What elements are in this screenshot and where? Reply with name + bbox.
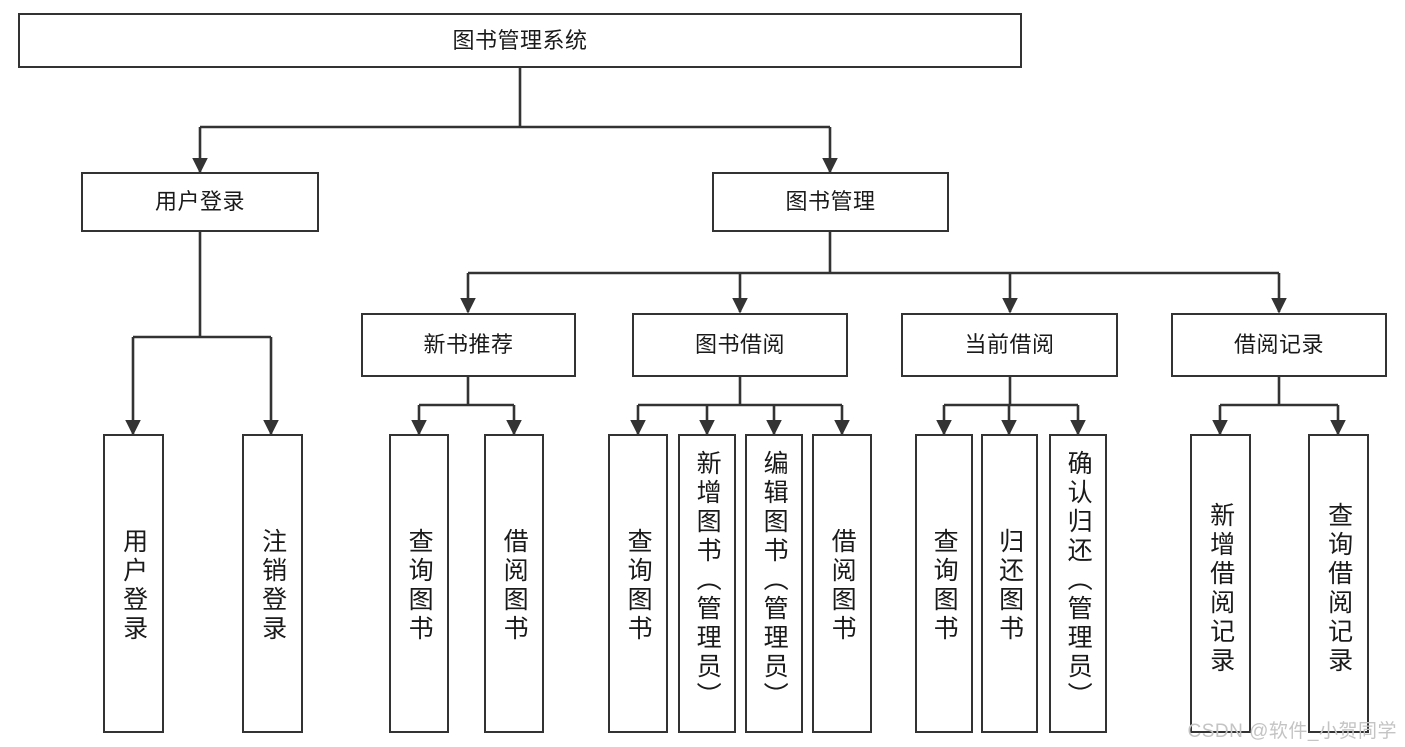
node-book-management[interactable]: 图书管理 (712, 172, 949, 232)
leaf-add-borrow-record[interactable]: 新增借阅记录 (1190, 434, 1251, 733)
leaf-query-book-new[interactable]: 查询图书 (389, 434, 449, 733)
node-new-book-recommend[interactable]: 新书推荐 (361, 313, 576, 377)
node-label: 借阅图书 (500, 528, 529, 644)
node-label: 注销登录 (258, 528, 287, 644)
node-current-borrow[interactable]: 当前借阅 (901, 313, 1118, 377)
node-label: 新书推荐 (423, 332, 514, 358)
node-user-login[interactable]: 用户登录 (81, 172, 319, 232)
leaf-add-book-admin[interactable]: 新增图书（管理员） (678, 434, 736, 733)
leaf-user-logout[interactable]: 注销登录 (242, 434, 303, 733)
node-label: 归还图书 (995, 528, 1024, 644)
node-label: 查询图书 (930, 528, 959, 644)
node-label: 借阅记录 (1233, 332, 1324, 358)
leaf-user-login[interactable]: 用户登录 (103, 434, 164, 733)
node-label: 查询图书 (624, 528, 653, 644)
node-label: 确认归还（管理员） (1064, 450, 1093, 711)
node-root-system[interactable]: 图书管理系统 (18, 13, 1022, 68)
node-label: 编辑图书（管理员） (760, 450, 789, 711)
node-label: 用户登录 (154, 189, 245, 215)
node-label: 图书管理系统 (452, 27, 588, 53)
node-label: 用户登录 (119, 528, 148, 644)
node-label: 查询借阅记录 (1324, 502, 1353, 676)
leaf-confirm-return-admin[interactable]: 确认归还（管理员） (1049, 434, 1107, 733)
leaf-borrow-book-new[interactable]: 借阅图书 (484, 434, 544, 733)
node-label: 借阅图书 (828, 528, 857, 644)
node-label: 查询图书 (405, 528, 434, 644)
leaf-query-borrow-record[interactable]: 查询借阅记录 (1308, 434, 1369, 733)
node-label: 新增借阅记录 (1206, 502, 1235, 676)
leaf-return-book[interactable]: 归还图书 (981, 434, 1038, 733)
leaf-query-book-current[interactable]: 查询图书 (915, 434, 973, 733)
leaf-borrow-book[interactable]: 借阅图书 (812, 434, 872, 733)
node-book-borrow[interactable]: 图书借阅 (632, 313, 848, 377)
node-label: 图书管理 (785, 189, 876, 215)
node-label: 新增图书（管理员） (693, 450, 722, 711)
leaf-edit-book-admin[interactable]: 编辑图书（管理员） (745, 434, 803, 733)
node-borrow-records[interactable]: 借阅记录 (1171, 313, 1387, 377)
leaf-query-book-borrow[interactable]: 查询图书 (608, 434, 668, 733)
node-label: 图书借阅 (694, 332, 785, 358)
node-label: 当前借阅 (964, 332, 1055, 358)
csdn-watermark: CSDN @软件_小贺同学 (1187, 721, 1397, 742)
